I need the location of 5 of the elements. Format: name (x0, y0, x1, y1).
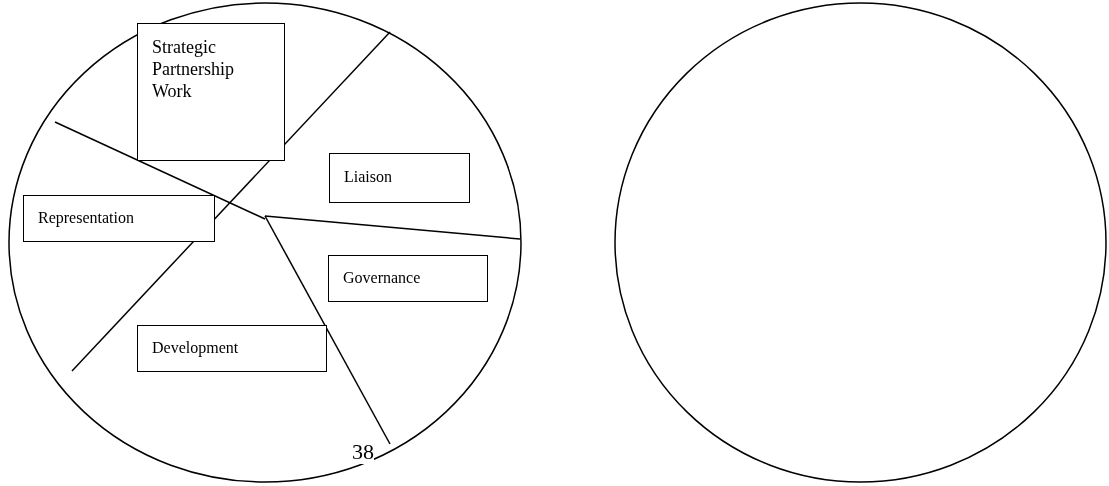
text-box: Liaison (329, 153, 470, 203)
text-box: Strategic Partnership Work (137, 23, 285, 161)
text-box: Development (137, 325, 327, 372)
text-box: Governance (328, 255, 488, 302)
text-box: Representation (23, 195, 215, 242)
